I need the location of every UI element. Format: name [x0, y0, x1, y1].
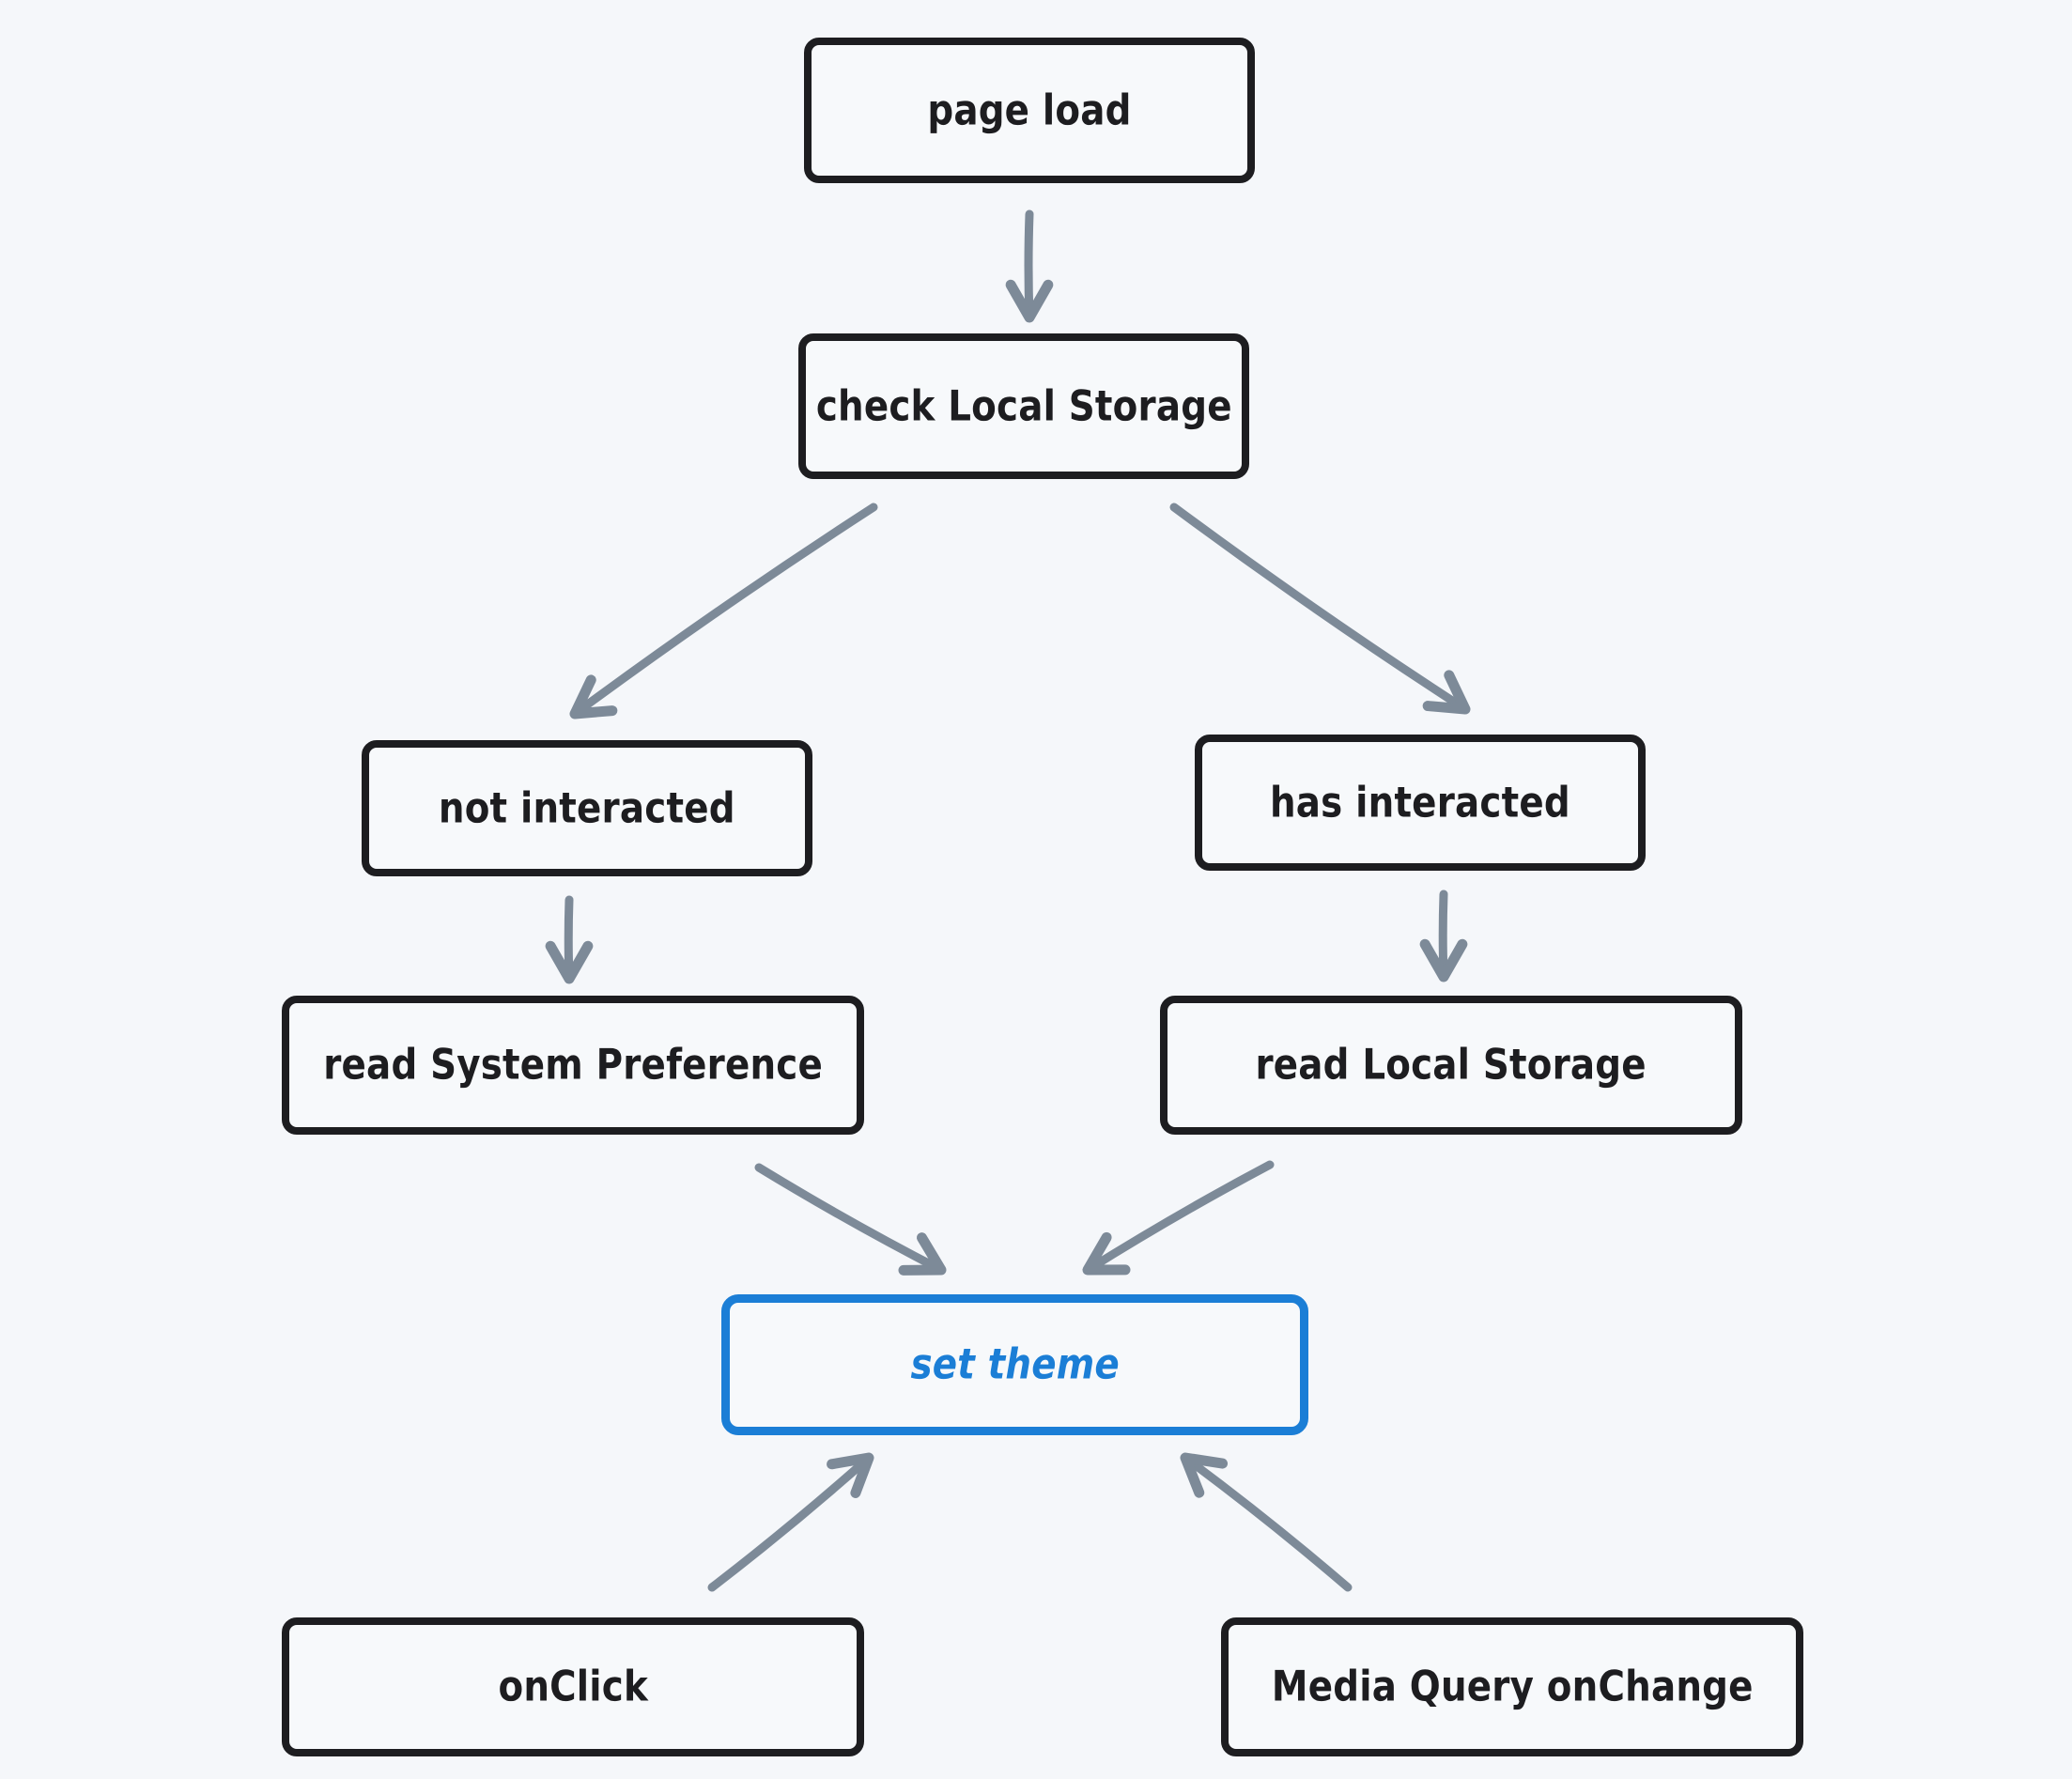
node-has-interacted[interactable]: has interacted: [1195, 735, 1646, 871]
edge-shaft: [1083, 1160, 1275, 1275]
arrowhead-icon: [827, 1452, 874, 1498]
node-label-on-click: onClick: [498, 1663, 648, 1711]
edge-shaft: [707, 1453, 874, 1592]
edge-shaft: [1024, 209, 1034, 322]
node-read-system-pref[interactable]: read System Preference: [282, 996, 864, 1135]
node-label-media-query-change: Media Query onChange: [1271, 1663, 1754, 1711]
arrowhead-icon: [1419, 938, 1468, 982]
edge-shaft: [1169, 503, 1470, 714]
edge-media-query-change-to-set-theme: [1180, 1452, 1353, 1592]
edge-page-load-to-check-local-storage: [1005, 209, 1054, 323]
edge-shaft: [564, 895, 574, 983]
edge-shaft: [1438, 890, 1448, 982]
node-set-theme[interactable]: set theme: [721, 1294, 1308, 1435]
node-label-read-system-pref: read System Preference: [323, 1041, 823, 1090]
edge-check-local-storage-to-has-interacted: [1169, 503, 1471, 715]
edge-not-interacted-to-read-system-pref: [545, 895, 594, 984]
node-check-local-storage[interactable]: check Local Storage: [798, 333, 1249, 479]
edge-read-local-storage-to-set-theme: [1082, 1160, 1275, 1276]
edge-shaft: [754, 1163, 946, 1275]
arrowhead-icon: [1422, 670, 1471, 715]
arrowhead-icon: [545, 940, 594, 984]
node-media-query-change[interactable]: Media Query onChange: [1221, 1617, 1803, 1756]
edge-shaft: [1181, 1453, 1353, 1592]
node-page-load[interactable]: page load: [804, 38, 1255, 183]
node-label-check-local-storage: check Local Storage: [815, 381, 1232, 431]
edge-shaft: [570, 503, 878, 719]
node-label-has-interacted: has interacted: [1270, 778, 1570, 828]
edge-has-interacted-to-read-local-storage: [1419, 890, 1468, 982]
node-label-read-local-storage: read Local Storage: [1255, 1041, 1647, 1090]
arrowhead-icon: [1180, 1452, 1229, 1498]
node-label-not-interacted: not interacted: [439, 783, 735, 833]
arrowhead-icon: [898, 1232, 947, 1276]
node-not-interacted[interactable]: not interacted: [362, 740, 812, 876]
arrowhead-icon: [1005, 279, 1054, 323]
edge-on-click-to-set-theme: [707, 1452, 874, 1592]
node-label-page-load: page load: [927, 85, 1132, 135]
node-label-set-theme: set theme: [910, 1340, 1120, 1389]
arrowhead-icon: [1082, 1231, 1131, 1276]
arrowhead-icon: [569, 674, 618, 719]
node-on-click[interactable]: onClick: [282, 1617, 864, 1756]
node-read-local-storage[interactable]: read Local Storage: [1160, 996, 1742, 1135]
edge-check-local-storage-to-not-interacted: [569, 503, 878, 719]
edge-read-system-pref-to-set-theme: [754, 1163, 947, 1276]
